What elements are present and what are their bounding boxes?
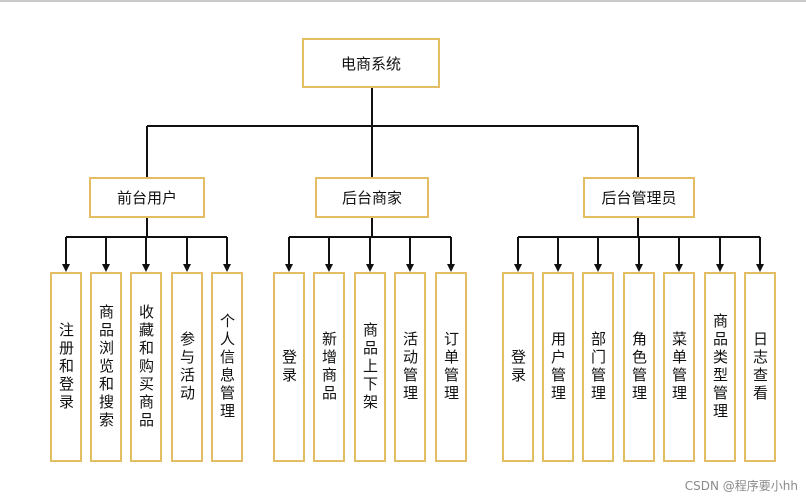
root-node-box: 电商系统	[302, 38, 440, 88]
leaf-node-label: 个人信息管理	[218, 313, 236, 421]
leaf-node: 个人信息管理	[211, 272, 243, 462]
leaf-node: 商品类型管理	[704, 272, 736, 462]
leaf-node-label: 菜单管理	[670, 331, 688, 403]
watermark-text: CSDN @程序要小hh	[684, 479, 798, 493]
leaf-node-label: 商品上下架	[361, 322, 379, 412]
leaf-node: 注册和登录	[50, 272, 82, 462]
leaf-node-label: 用户管理	[549, 331, 567, 403]
leaf-node-label: 角色管理	[630, 331, 648, 403]
group-node-backend-merchant: 后台商家	[315, 177, 429, 218]
leaf-node: 菜单管理	[663, 272, 695, 462]
leaf-node-label: 商品浏览和搜索	[97, 304, 115, 430]
leaf-node-label: 订单管理	[442, 331, 460, 403]
leaf-node: 商品上下架	[354, 272, 386, 462]
leaf-node: 新增商品	[313, 272, 345, 462]
leaf-node: 商品浏览和搜索	[90, 272, 122, 462]
leaf-node: 用户管理	[542, 272, 574, 462]
leaf-node-label: 日志查看	[751, 331, 769, 403]
leaf-node-label: 新增商品	[320, 331, 338, 403]
leaf-node: 角色管理	[623, 272, 655, 462]
leaf-node: 登录	[273, 272, 305, 462]
leaf-node-label: 参与活动	[178, 331, 196, 403]
group-node-label: 前台用户	[116, 189, 177, 207]
root-node-label: 电商系统	[340, 54, 401, 73]
leaf-node-label: 部门管理	[589, 331, 607, 403]
group-node-label: 后台商家	[341, 189, 402, 207]
leaf-node: 部门管理	[582, 272, 614, 462]
leaf-node: 收藏和购买商品	[130, 272, 162, 462]
leaf-node-label: 活动管理	[401, 331, 419, 403]
group-node-backend-admin: 后台管理员	[583, 177, 695, 218]
group-node-frontend-user: 前台用户	[89, 177, 205, 218]
leaf-node: 登录	[502, 272, 534, 462]
top-border-line	[0, 0, 806, 2]
leaf-node-label: 登录	[509, 349, 527, 385]
leaf-node: 参与活动	[171, 272, 203, 462]
leaf-node-label: 收藏和购买商品	[137, 304, 155, 430]
leaf-node: 日志查看	[744, 272, 776, 462]
leaf-node: 订单管理	[435, 272, 467, 462]
group-node-label: 后台管理员	[601, 189, 677, 207]
leaf-node: 活动管理	[394, 272, 426, 462]
leaf-node-label: 登录	[280, 349, 298, 385]
leaf-node-label: 注册和登录	[57, 322, 75, 412]
leaf-node-label: 商品类型管理	[711, 313, 729, 421]
